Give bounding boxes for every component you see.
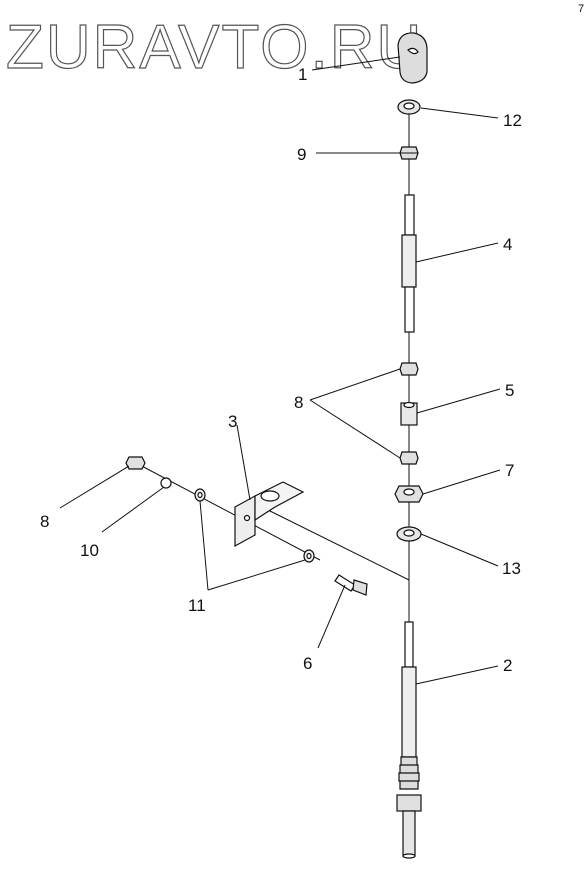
callout-5: 5 — [505, 381, 514, 400]
part-bolt-6 — [334, 574, 368, 596]
leader-8-b — [309, 399, 401, 459]
part-coupling-5 — [400, 401, 418, 426]
leader-5 — [416, 388, 501, 414]
part-lock-washer-10 — [160, 477, 172, 489]
part-nut-9 — [399, 146, 419, 160]
callout-10: 10 — [80, 541, 99, 560]
callout-9: 9 — [297, 145, 306, 164]
callout-13: 13 — [502, 559, 521, 578]
part-nut-7 — [394, 485, 424, 503]
part-rod-4 — [401, 194, 417, 333]
part-knob — [397, 32, 428, 84]
callout-4: 4 — [503, 235, 512, 254]
leader-8-a — [309, 368, 401, 401]
callout-2: 2 — [503, 656, 512, 675]
watermark-text: ZURAVTO.RU — [6, 13, 423, 82]
part-washers-11 — [194, 488, 315, 563]
leader-11-b — [207, 559, 306, 591]
leader-12 — [420, 107, 499, 119]
leader-10 — [101, 486, 165, 533]
leader-11-a — [199, 500, 209, 591]
part-nut-8-lower — [399, 451, 419, 465]
leader-3 — [236, 424, 251, 501]
callout-3: 3 — [228, 412, 237, 431]
leader-2 — [415, 665, 499, 685]
callout-8-top: 8 — [294, 393, 303, 412]
leader-4 — [415, 242, 499, 263]
callout-8-left: 8 — [40, 512, 49, 531]
part-nut-8-top — [399, 362, 419, 376]
leader-6 — [317, 584, 346, 649]
callout-1: 1 — [298, 65, 307, 84]
part-washer-13 — [396, 526, 422, 542]
leader-7 — [422, 469, 501, 495]
callout-11: 11 — [188, 596, 206, 615]
part-nut-8-left — [125, 456, 146, 470]
leader-13 — [420, 533, 499, 567]
side-axis-line — [135, 462, 321, 561]
bracket-to-axis-line — [267, 509, 410, 581]
leader-1 — [311, 56, 401, 71]
callout-12: 12 — [503, 111, 522, 130]
callout-6: 6 — [303, 654, 312, 673]
corner-mark: 7 — [578, 3, 584, 15]
part-bracket-3 — [234, 481, 305, 548]
part-shaft-2 — [396, 621, 422, 859]
leader-8-left — [59, 465, 130, 509]
callout-7: 7 — [505, 461, 514, 480]
part-washer-12 — [397, 99, 421, 115]
